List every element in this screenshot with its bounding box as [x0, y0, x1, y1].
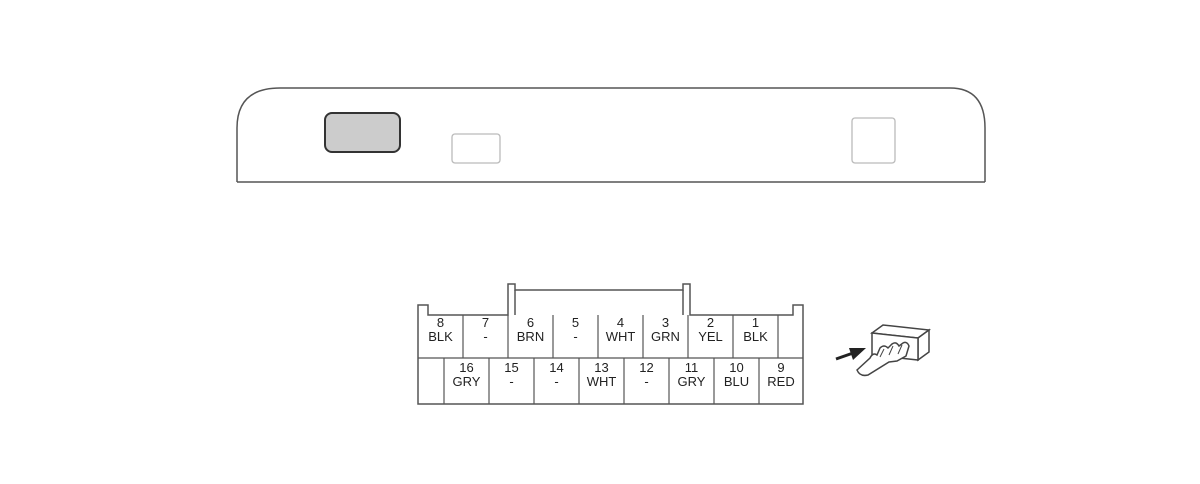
- pin-connector-face: 8BLK7-6BRN5-4WHT3GRN2YEL1BLK16GRY15-14-1…: [417, 283, 804, 405]
- pin-wire-color: -: [509, 374, 513, 389]
- pin-number: 15: [504, 360, 518, 375]
- pin-number: 3: [662, 315, 669, 330]
- small-key-slot: [451, 133, 501, 164]
- pin-wire-color: GRY: [678, 374, 706, 389]
- pin-number: 13: [594, 360, 608, 375]
- pin-number: 4: [617, 315, 624, 330]
- pin-number: 2: [707, 315, 714, 330]
- pin-wire-color: -: [573, 329, 577, 344]
- pin-wire-color: -: [554, 374, 558, 389]
- pin-number: 8: [437, 315, 444, 330]
- pin-wire-color: BLU: [724, 374, 749, 389]
- pin-wire-color: -: [483, 329, 487, 344]
- insert-direction-arrow-icon: [835, 348, 866, 361]
- pin-number: 14: [549, 360, 563, 375]
- hand-holding-connector-icon: [856, 324, 932, 377]
- pin-number: 5: [572, 315, 579, 330]
- pin-number: 16: [459, 360, 473, 375]
- pin-wire-color: WHT: [606, 329, 636, 344]
- pin-number: 6: [527, 315, 534, 330]
- pin-number: 11: [685, 360, 699, 375]
- pin-wire-color: BLK: [743, 329, 768, 344]
- pin-wire-color: -: [644, 374, 648, 389]
- pin-number: 1: [752, 315, 759, 330]
- pin-number: 12: [639, 360, 653, 375]
- pin-number: 9: [777, 360, 784, 375]
- pin-wire-color: BRN: [517, 329, 544, 344]
- square-key-slot: [851, 117, 896, 164]
- connector-housing-outline: [236, 87, 986, 183]
- pin-wire-color: GRY: [453, 374, 481, 389]
- pin-wire-color: RED: [767, 374, 794, 389]
- pin-number: 7: [482, 315, 489, 330]
- pin-wire-color: BLK: [428, 329, 453, 344]
- pin-wire-color: GRN: [651, 329, 680, 344]
- latch-tab: [324, 112, 401, 153]
- pin-wire-color: YEL: [698, 329, 723, 344]
- pin-wire-color: WHT: [587, 374, 617, 389]
- pin-number: 10: [729, 360, 743, 375]
